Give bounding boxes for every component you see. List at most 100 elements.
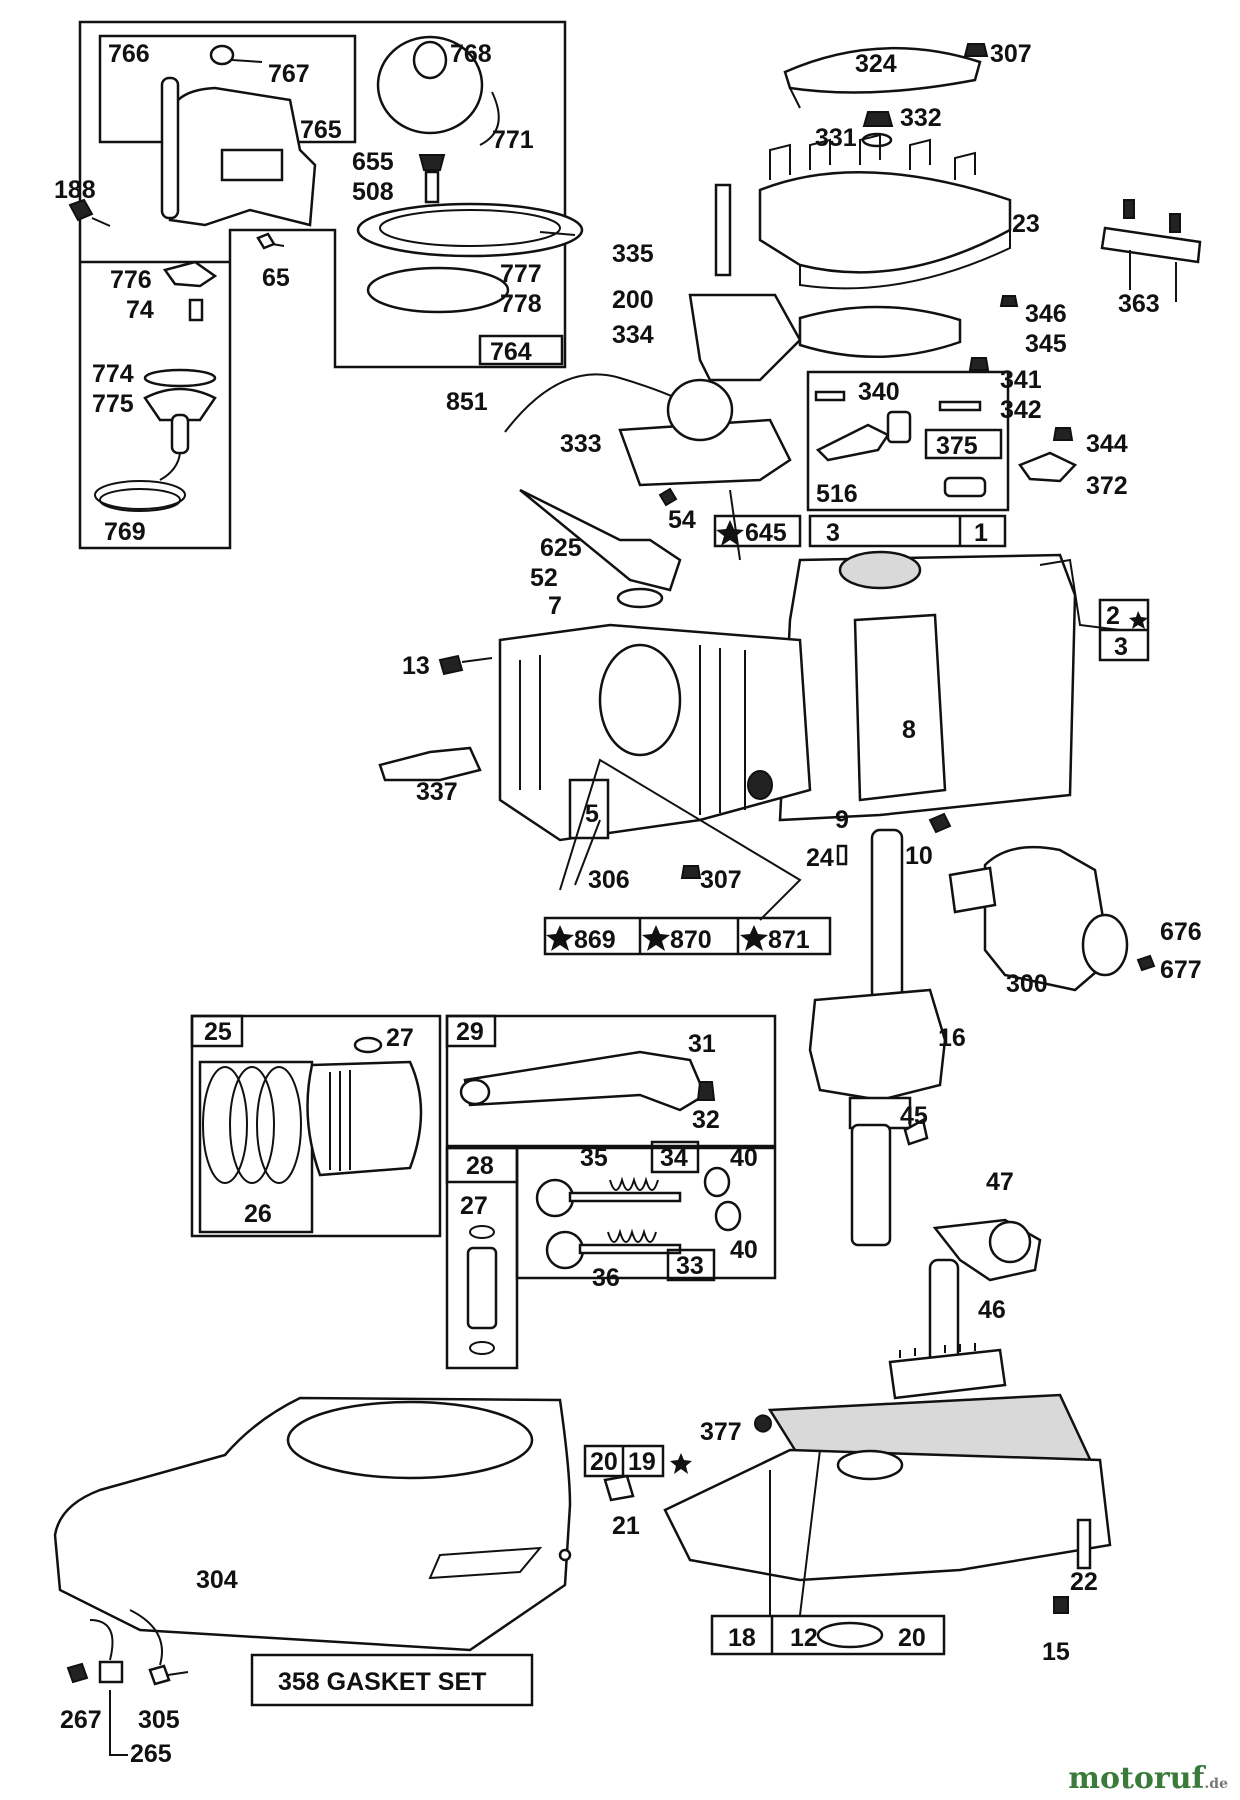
- valve-group: [445, 1140, 777, 1370]
- connrod-group: [445, 1014, 777, 1148]
- label-778: 778: [500, 290, 542, 318]
- bushing-icon: [886, 410, 912, 444]
- star-869-icon: [546, 925, 574, 951]
- rod-bolt-31-icon: [696, 1081, 716, 1101]
- muffler-300-icon: [983, 845, 1112, 992]
- box-3-1: [808, 514, 1007, 548]
- label-22: 22: [1070, 1568, 1098, 1596]
- label-54: 54: [668, 506, 696, 534]
- label-508: 508: [352, 178, 394, 206]
- governor-gear-icon: [988, 1220, 1032, 1264]
- flywheel-group: [504, 43, 1202, 512]
- label-335: 335: [612, 240, 654, 268]
- spark-plug-337-icon: [378, 746, 482, 782]
- label-777: 777: [500, 260, 542, 288]
- ring-1-icon: [202, 1066, 248, 1184]
- clip-776-icon: [162, 260, 218, 288]
- screen-324-icon: [783, 46, 982, 94]
- label-9: 9: [835, 806, 849, 834]
- label-340: 340: [858, 378, 900, 406]
- label-324: 324: [855, 50, 897, 78]
- label-35: 35: [580, 1144, 608, 1172]
- box-645: [713, 514, 802, 548]
- cam-group: [888, 1218, 1042, 1400]
- valve-cover-5-icon: [568, 778, 610, 840]
- piston-group: [190, 1014, 442, 1238]
- starter-group-outline: [78, 20, 567, 550]
- label-676: 676: [1160, 918, 1202, 946]
- lever-icon: [815, 423, 890, 462]
- label-344: 344: [1086, 430, 1128, 458]
- label-304: 304: [196, 1566, 238, 1594]
- engine-block-group: [378, 487, 1121, 921]
- label-775: 775: [92, 390, 134, 418]
- label-46: 46: [978, 1296, 1006, 1324]
- label-334: 334: [612, 321, 654, 349]
- label-21: 21: [612, 1512, 640, 1540]
- label-305: 305: [138, 1706, 180, 1734]
- screw-677-icon: [1136, 954, 1156, 972]
- screw-267-icon: [66, 1662, 89, 1684]
- bracket-363-icon: [1100, 226, 1202, 264]
- label-851: 851: [446, 388, 488, 416]
- bolt-54-icon: [658, 487, 678, 507]
- label-769: 769: [104, 518, 146, 546]
- handle-775-icon: [143, 387, 217, 422]
- label-15: 15: [1042, 1638, 1070, 1666]
- label-gasket-set: 358 GASKET SET: [278, 1668, 486, 1696]
- crankshaft-pto-icon: [850, 1123, 892, 1247]
- label-33: 33: [676, 1252, 704, 1280]
- clip-27c-icon: [469, 1341, 495, 1355]
- label-29: 29: [456, 1018, 484, 1046]
- box-340-group: [806, 370, 1010, 512]
- label-331: 331: [815, 124, 857, 152]
- label-25: 25: [204, 1018, 232, 1046]
- label-300: 300: [1006, 970, 1048, 998]
- label-774: 774: [92, 360, 134, 388]
- label-1: 1: [974, 519, 988, 547]
- screw-10-icon: [928, 812, 952, 834]
- screw-346-icon: [999, 295, 1019, 307]
- box-33: [666, 1248, 716, 1282]
- label-74: 74: [126, 296, 154, 324]
- label-341: 341: [1000, 366, 1042, 394]
- screw-65-icon: [256, 232, 276, 250]
- label-31: 31: [688, 1030, 716, 1058]
- screw-305-icon: [148, 1664, 171, 1686]
- label-869: 869: [574, 926, 616, 954]
- valve-spring-34-icon: [609, 1176, 659, 1191]
- label-768: 768: [450, 40, 492, 68]
- label-766: 766: [108, 40, 150, 68]
- bolt-363-a-icon: [1123, 199, 1135, 219]
- box-18-12-20: [710, 1614, 946, 1656]
- starter-housing-window: [220, 148, 284, 182]
- retainer-40a-icon: [703, 1166, 731, 1198]
- pawl-767-icon: [209, 44, 235, 66]
- wrist-pin-icon: [466, 1246, 498, 1330]
- star-19-icon: [670, 1453, 692, 1474]
- clip-27-icon: [353, 1036, 383, 1054]
- watermark-brand: motoruf: [1068, 1761, 1205, 1796]
- label-12: 12: [790, 1624, 818, 1652]
- label-23: 23: [1012, 210, 1040, 238]
- armature-coil-icon: [666, 378, 734, 442]
- pulley-hub-icon: [412, 40, 448, 80]
- sump-group: [583, 1393, 1112, 1656]
- label-47: 47: [986, 1168, 1014, 1196]
- label-8: 8: [902, 716, 916, 744]
- blower-housing-group: [53, 1396, 572, 1756]
- valve-stem-35-icon: [568, 1191, 682, 1203]
- connecting-rod-icon: [463, 1050, 707, 1112]
- box-764: [478, 334, 564, 366]
- ring-2-icon: [229, 1066, 275, 1184]
- bolt-188-icon: [68, 198, 94, 222]
- label-188: 188: [54, 176, 96, 204]
- key-377-icon: [754, 1414, 772, 1433]
- clip-21-icon: [603, 1474, 635, 1502]
- bolt-335-icon: [714, 183, 732, 277]
- label-776: 776: [110, 266, 152, 294]
- box-29: [445, 1014, 777, 1148]
- pin-342-icon: [938, 400, 982, 412]
- ring-3-icon: [256, 1066, 302, 1184]
- handle-774-icon: [143, 368, 217, 388]
